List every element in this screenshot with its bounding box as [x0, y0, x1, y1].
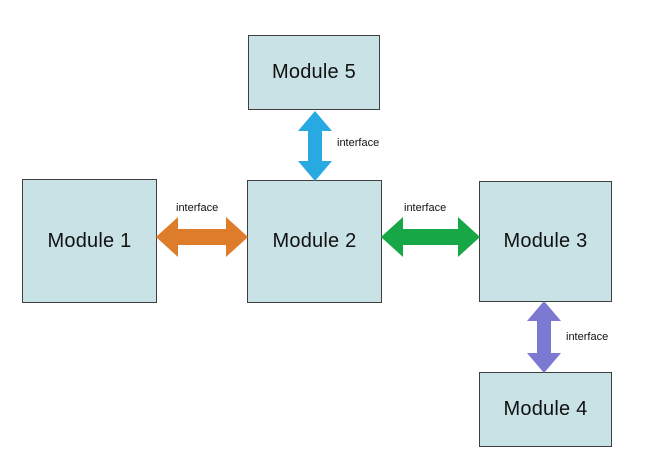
- module-label-2: Module 2: [272, 230, 357, 252]
- module-label-1: Module 1: [47, 229, 132, 252]
- module-label-3: Module 3: [503, 230, 588, 252]
- interface-label-module5-module2: interface: [337, 137, 380, 149]
- module-box-2: Module 2: [247, 180, 382, 303]
- module-label-4: Module 4: [503, 398, 588, 420]
- interface-label-module1-module2: interface: [176, 202, 219, 214]
- interface-label-module2-module3: interface: [404, 202, 447, 214]
- double-arrow-icon-module1-module2: [156, 217, 248, 257]
- module-box-3: Module 3: [479, 181, 612, 302]
- double-arrow-icon-module2-module3: [381, 217, 480, 257]
- module-box-1: Module 1: [22, 179, 157, 303]
- module-label-5: Module 5: [272, 61, 356, 83]
- interface-label-module3-module4: interface: [566, 331, 609, 343]
- double-arrow-icon-module5-module2: [298, 111, 332, 181]
- module-box-5: Module 5: [248, 35, 380, 110]
- double-arrow-icon-module3-module4: [527, 301, 561, 373]
- module-box-4: Module 4: [479, 372, 612, 447]
